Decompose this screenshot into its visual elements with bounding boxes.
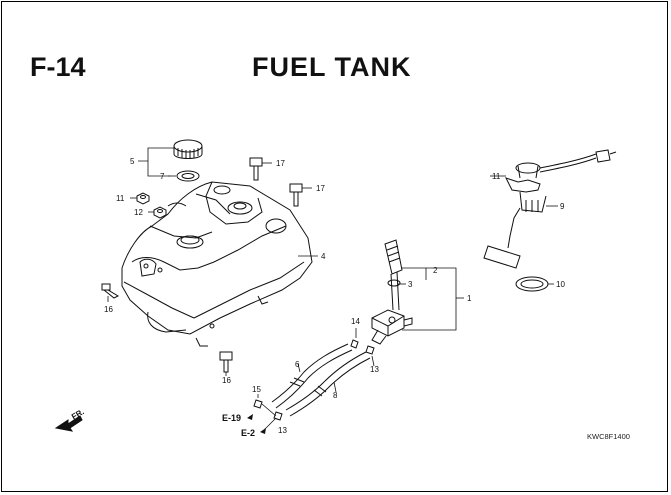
callout-16-left: 16 [104,305,113,314]
callout-2: 2 [433,266,438,275]
callout-13-right: 13 [370,365,379,374]
callout-12-upper: 11 [116,194,125,203]
callout-1: 1 [467,294,472,303]
bolt-illustrations [249,157,303,207]
callout-3: 3 [408,280,413,289]
callout-13-bottom: 13 [278,426,287,435]
callout-5: 5 [130,157,135,166]
fuel-tank-illustration [121,181,313,347]
flange-bolt-illustrations [101,283,233,373]
nut-illustrations [136,192,167,219]
callout-17-top: 17 [276,159,285,168]
callout-12-lower: 12 [134,208,143,217]
leader-lines [107,147,558,433]
fuel-valve-illustration [371,239,413,345]
callout-4: 4 [321,252,326,261]
callout-9: 9 [560,202,565,211]
drawing-code: KWC8F1400 [587,432,630,441]
front-direction-arrow-icon [54,415,83,432]
fuel-pump-illustration [483,149,617,292]
callout-6: 6 [295,360,300,369]
callout-14: 14 [351,317,360,326]
filler-cap-illustration [173,139,203,182]
fuel-hose-illustrations [253,339,375,421]
callout-16-bottom: 16 [222,376,231,385]
reference-arrow-icons [247,414,266,434]
section-code: F-14 [30,52,86,82]
reference-e2: E-2 [241,428,255,438]
callout-10: 10 [556,280,565,289]
callout-7: 7 [160,172,165,181]
callout-8: 8 [333,391,338,400]
page-title: FUEL TANK [252,52,412,82]
callout-15: 15 [252,385,261,394]
direction-label: FR. [70,407,86,421]
reference-e19: E-19 [222,413,241,423]
callout-17-lower: 17 [316,184,325,193]
callout-11: 11 [492,172,501,181]
